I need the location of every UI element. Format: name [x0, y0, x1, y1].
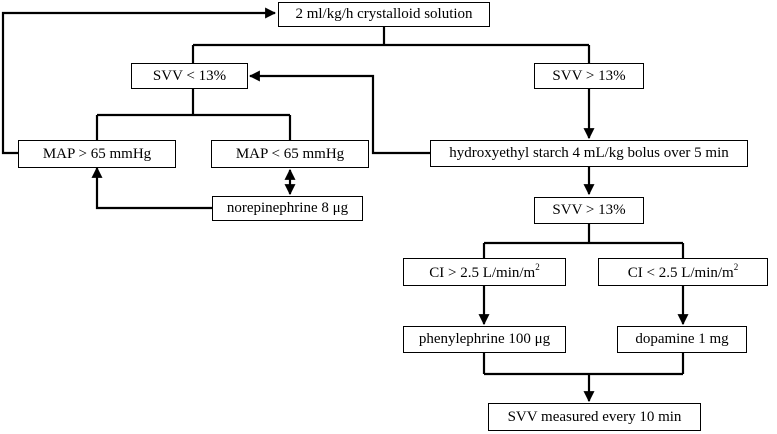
phenylephrine-label: phenylephrine 100 μg — [418, 331, 551, 347]
svv-high-label: SVV > 13% — [552, 67, 626, 84]
norepinephrine-to-map-high-arrow — [91, 166, 212, 210]
ci-low-text: CI < 2.5 L/min/m — [627, 264, 734, 281]
ci-high-text: CI > 2.5 L/min/m — [429, 264, 536, 281]
ci-high-node: CI > 2.5 L/min/m2 — [403, 258, 566, 286]
hes-to-svv-low-arrow — [248, 70, 430, 155]
loop-map-to-crystalloid-connector — [1, 7, 277, 155]
svv-low-label: SVV < 13% — [152, 67, 227, 84]
svv-high-node: SVV > 13% — [534, 63, 644, 89]
svv-measured-node: SVV measured every 10 min — [488, 403, 701, 431]
map-high-node: MAP > 65 mmHg — [18, 140, 176, 168]
svv-low-node: SVV < 13% — [131, 63, 248, 89]
ci-low-label: CI < 2.5 L/min/m2 — [627, 261, 739, 281]
map-low-node: MAP < 65 mmHg — [211, 140, 369, 168]
norepinephrine-node: norepinephrine 8 μg — [212, 196, 363, 221]
map-low-label: MAP < 65 mmHg — [235, 145, 345, 162]
ci-high-unit-exponent: 2 — [535, 261, 540, 272]
ci-low-unit-exponent: 2 — [733, 261, 739, 272]
svv-high-2-label: SVV > 13% — [552, 202, 626, 218]
dopamine-label: dopamine 1 mg — [635, 331, 729, 347]
svv-measured-label: SVV measured every 10 min — [507, 408, 682, 425]
dopamine-node: dopamine 1 mg — [617, 326, 747, 353]
svv-high-2-node: SVV > 13% — [534, 197, 644, 224]
map-high-label: MAP > 65 mmHg — [42, 145, 152, 162]
ci-high-label: CI > 2.5 L/min/m2 — [429, 261, 540, 281]
ci-low-node: CI < 2.5 L/min/m2 — [598, 258, 768, 286]
crystalloid-node: 2 ml/kg/h crystalloid solution — [278, 2, 490, 27]
crystalloid-label: 2 ml/kg/h crystalloid solution — [295, 6, 473, 22]
hes-bolus-node: hydroxyethyl starch 4 mL/kg bolus over 5… — [430, 140, 748, 167]
hes-bolus-label: hydroxyethyl starch 4 mL/kg bolus over 5… — [449, 145, 729, 161]
norepinephrine-label: norepinephrine 8 μg — [226, 200, 349, 216]
phenylephrine-node: phenylephrine 100 μg — [403, 326, 566, 353]
